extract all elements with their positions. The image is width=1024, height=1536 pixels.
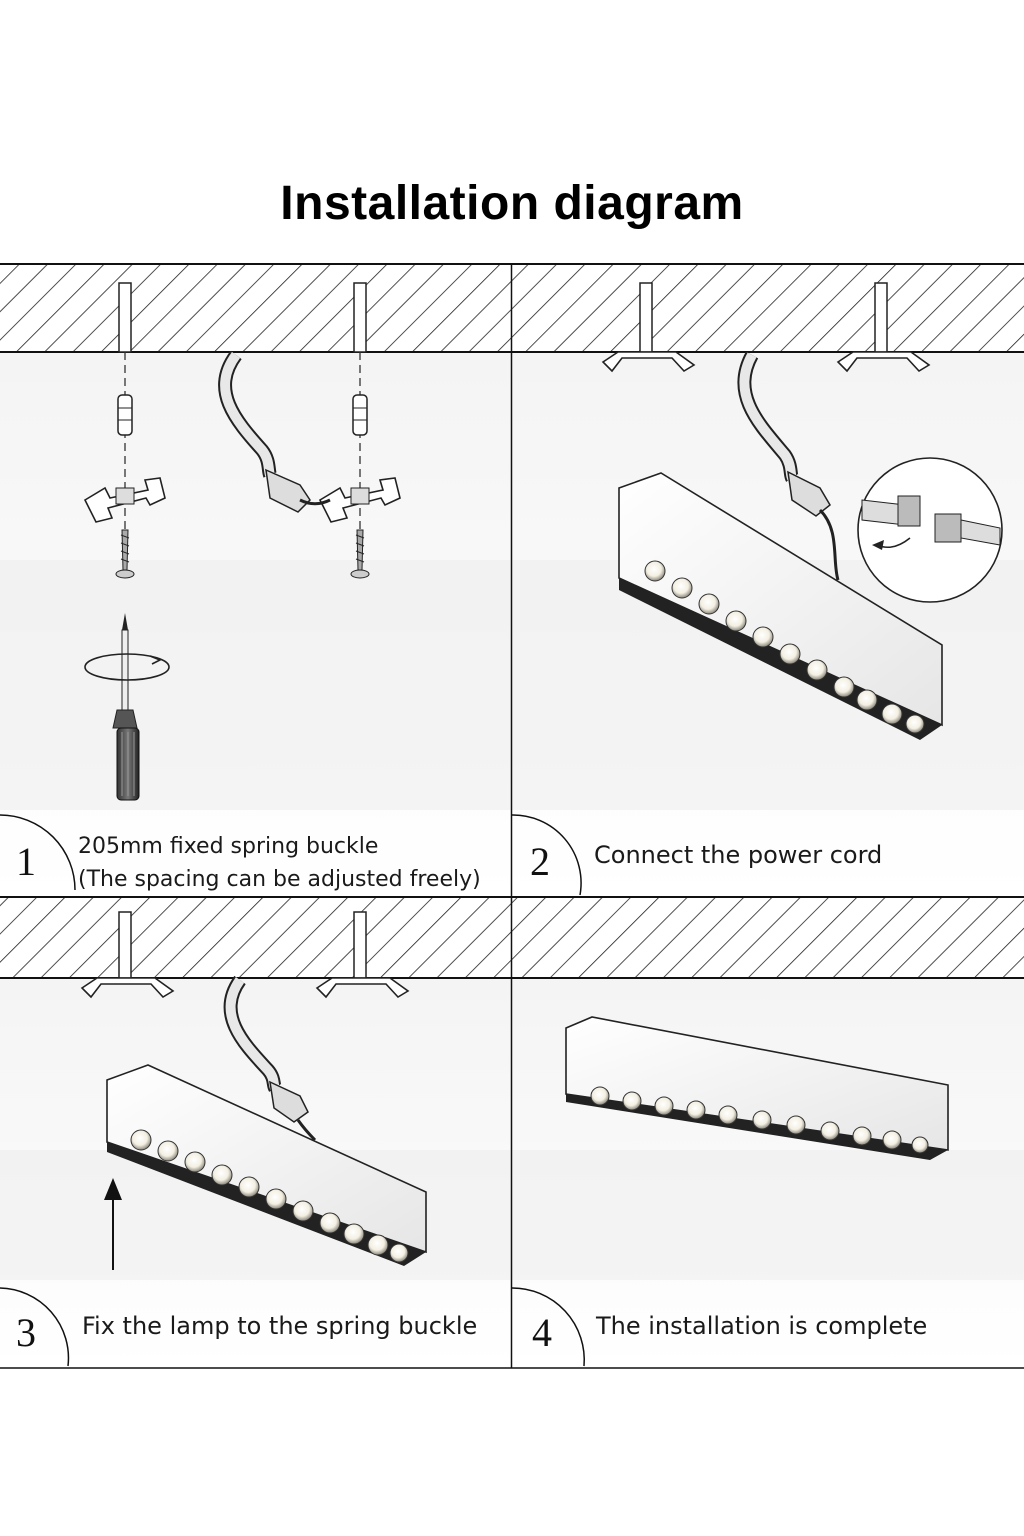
step-1-caption-line-2: (The spacing can be adjusted freely): [78, 867, 481, 892]
step-3-number: 3: [16, 1310, 36, 1355]
step-4-caption: The installation is complete: [595, 1312, 927, 1340]
page-title: Installation diagram: [280, 177, 744, 230]
lamp-4-leds: [590, 1086, 929, 1154]
step-4-number: 4: [532, 1310, 552, 1355]
up-arrow-icon: [104, 1178, 122, 1270]
panel-4: 4 The installation is complete: [511, 1016, 949, 1367]
screwdriver-icon: [84, 613, 170, 801]
step-3-caption: Fix the lamp to the spring buckle: [82, 1312, 477, 1340]
lamp-2-leds: [644, 560, 925, 734]
panel-1: 1 205mm fixed spring buckle (The spacing…: [0, 282, 481, 892]
connector-detail-magnifier: [857, 457, 1003, 603]
screw-right: [350, 529, 370, 579]
wall-plug-left: [117, 394, 133, 436]
spring-buckle-right: [318, 477, 401, 523]
step-2-number: 2: [530, 839, 550, 884]
panel-2: 2 Connect the power cord: [511, 282, 1003, 896]
panel-3: 3 Fix the lamp to the spring buckle: [0, 911, 477, 1367]
step-1-number: 1: [16, 839, 36, 884]
step-1-caption-line-1: 205mm fixed spring buckle: [78, 834, 378, 859]
screw-left: [115, 529, 135, 579]
power-cable: [218, 350, 331, 513]
step-2-caption: Connect the power cord: [594, 841, 882, 869]
wall-plug-right: [352, 394, 368, 436]
lamp-3-leds: [130, 1129, 409, 1263]
spring-buckle-left: [83, 477, 166, 523]
